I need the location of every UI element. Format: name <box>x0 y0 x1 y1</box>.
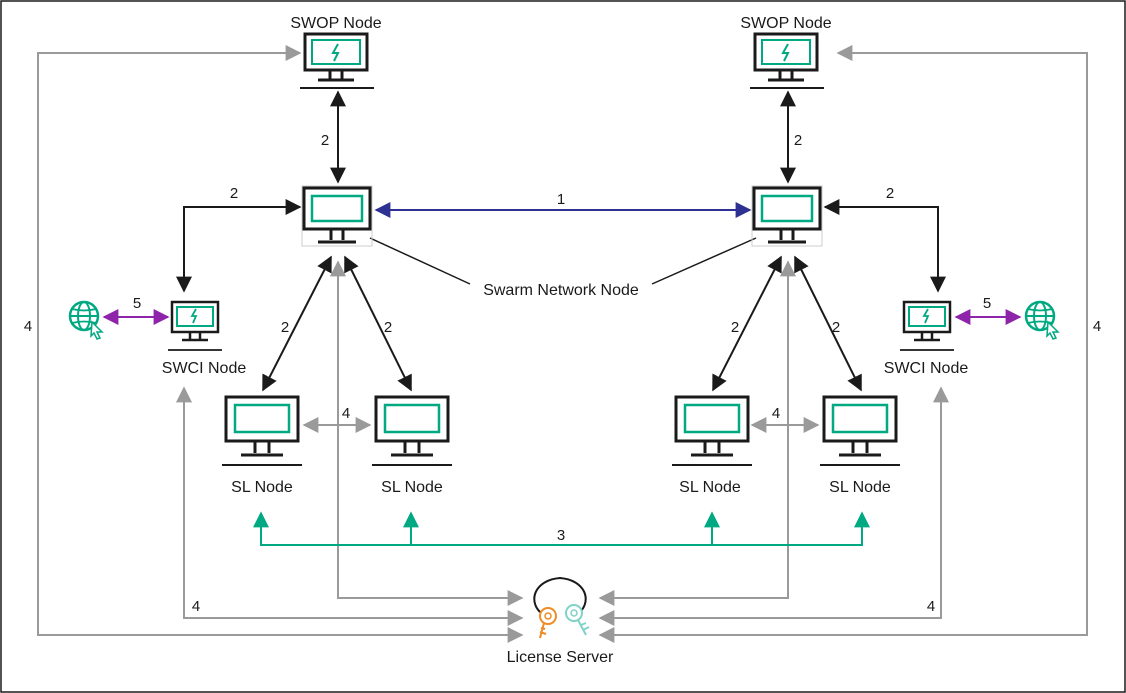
bolt-icon <box>781 43 790 62</box>
license-server-label: License Server <box>507 649 614 666</box>
swop-node-right <box>750 32 824 89</box>
edge-sn-sl1 <box>262 255 332 392</box>
edge-label-sl-pair-left: 4 <box>342 405 350 422</box>
sl-node-3 <box>672 395 752 466</box>
black-edges <box>176 90 946 392</box>
sl-node-1-label: SL Node <box>231 479 293 496</box>
swarm-network-node-label: Swarm Network Node <box>483 282 639 299</box>
swop-node-left-label: SWOP Node <box>290 15 381 32</box>
edge-sn-sl4 <box>794 255 862 392</box>
swci-node-left <box>168 300 222 351</box>
swci-node-left-label: SWCI Node <box>162 360 247 377</box>
edge-swci-sn-left <box>176 199 302 293</box>
bolt-icon <box>922 308 930 324</box>
edge-label-web-left: 5 <box>133 295 141 312</box>
swarm-callout-left <box>369 237 471 285</box>
sl-node-2 <box>372 395 452 466</box>
edge-sn-lic-left <box>330 260 524 606</box>
edge-sn-lic-right <box>598 260 796 606</box>
globe-cursor-icon <box>1024 300 1060 340</box>
edge-label-sl3: 2 <box>731 319 739 336</box>
edge-label-swci-right: 2 <box>886 185 894 202</box>
bolt-icon <box>331 43 340 62</box>
edge-swci-lic-left <box>176 386 524 626</box>
edge-label-outer-right: 4 <box>1093 318 1101 335</box>
edge-label-web-right: 5 <box>983 295 991 312</box>
edge-label-swci-lic-left: 4 <box>192 598 200 615</box>
key-icon <box>533 576 590 639</box>
edge-label-sl4: 2 <box>832 319 840 336</box>
edge-label-sn-sn: 1 <box>557 191 565 208</box>
edge-outer-left <box>37 45 524 643</box>
sl-node-3-label: SL Node <box>679 479 741 496</box>
edge-label-sl2: 2 <box>384 319 392 336</box>
edge-label-swci-left: 2 <box>230 185 238 202</box>
edge-swci-sn-right <box>823 199 946 293</box>
sl-node-4-label: SL Node <box>829 479 891 496</box>
swci-node-right <box>900 300 954 351</box>
edge-label-outer-left: 4 <box>24 318 32 335</box>
edge-label-swop-left: 2 <box>321 132 329 149</box>
edge-swci-lic-right <box>598 386 949 626</box>
edge-label-swop-right: 2 <box>794 132 802 149</box>
gray-edges <box>37 45 1088 643</box>
edge-sn-sl3 <box>712 255 782 392</box>
swarm-callout-right <box>651 237 757 285</box>
sl-node-4 <box>820 395 900 466</box>
globe-cursor-icon <box>68 300 104 340</box>
sl-node-2-label: SL Node <box>381 479 443 496</box>
edge-label-sl-pair-right: 4 <box>772 405 780 422</box>
edge-label-sl1: 2 <box>281 319 289 336</box>
edge-label-sl-bus: 3 <box>557 527 565 544</box>
swarm-network-node-left <box>301 185 373 247</box>
swarm-network-node-right <box>751 185 823 247</box>
edge-sl-bus <box>253 511 870 546</box>
teal-bus <box>253 511 870 546</box>
sl-node-1 <box>222 395 302 466</box>
swop-node-left <box>300 32 374 89</box>
bolt-icon <box>190 308 198 324</box>
edge-sn-sl2 <box>344 255 412 392</box>
swci-node-right-label: SWCI Node <box>884 360 969 377</box>
edge-label-swci-lic-right: 4 <box>927 598 935 615</box>
swop-node-right-label: SWOP Node <box>740 15 831 32</box>
edge-outer-right <box>598 45 1088 643</box>
